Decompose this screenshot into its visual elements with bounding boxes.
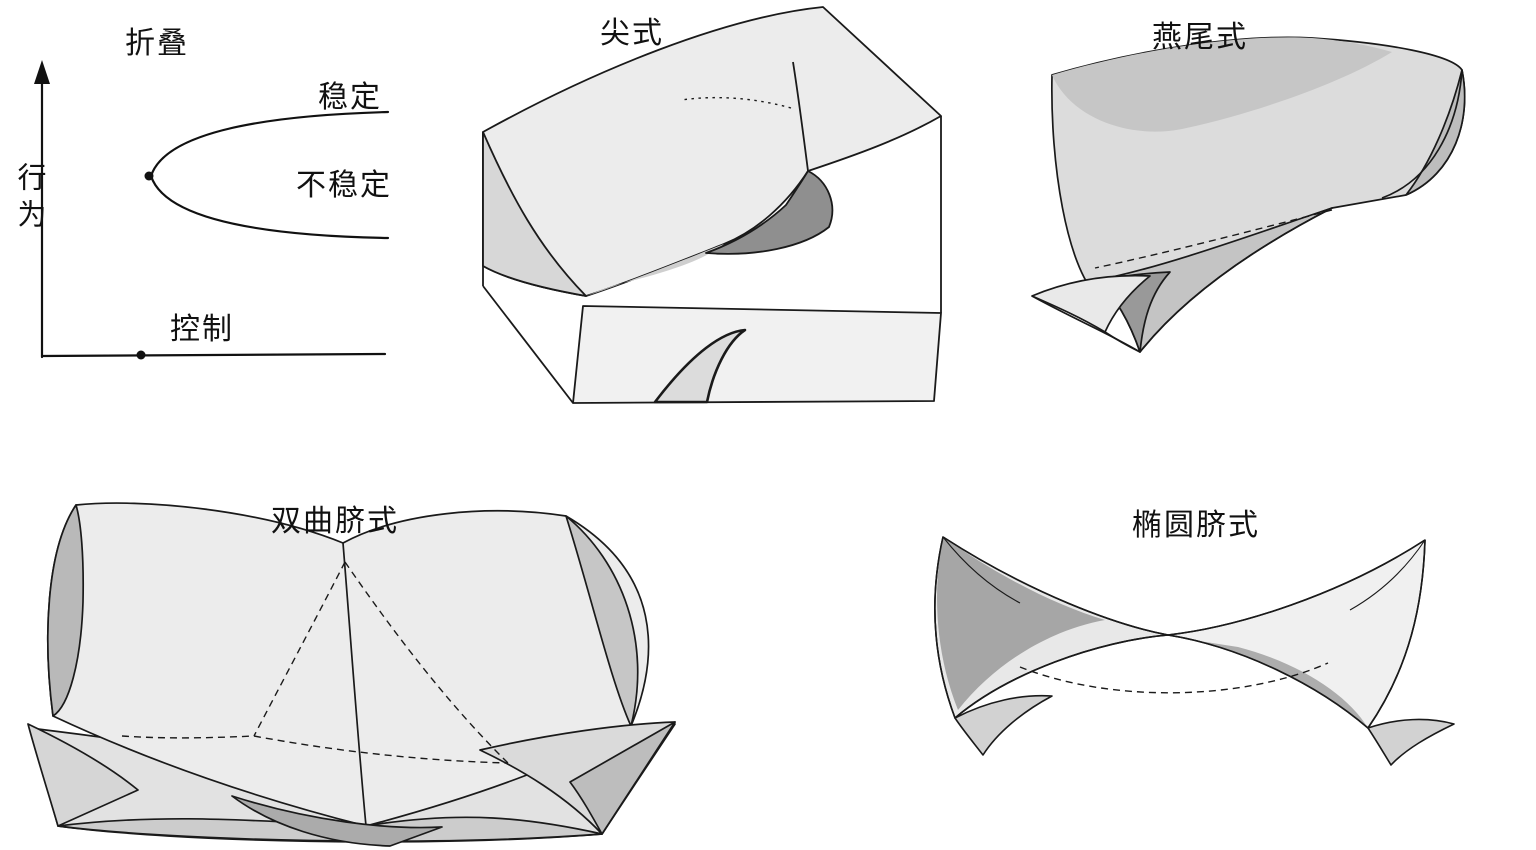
swallowtail-curl-edge [1382, 70, 1462, 198]
elliptic-umbilic-figure [870, 495, 1520, 835]
right-flap-dark [570, 722, 675, 834]
right-tip-curl [1350, 540, 1425, 610]
fold-diagram [34, 60, 430, 360]
hidden-edge [1020, 663, 1328, 693]
cusp-fold-tongue [706, 171, 832, 254]
axis-arrowhead [34, 60, 50, 84]
unstable-label: 不稳定 [296, 169, 392, 202]
control-axis-point [136, 350, 146, 360]
left-flap [28, 724, 138, 826]
center-shadow [232, 796, 442, 846]
swallowtail-curl [1406, 70, 1465, 195]
arch-crease [343, 543, 366, 826]
fold-vertex-point [144, 171, 154, 181]
swallowtail-underflap [1032, 276, 1150, 332]
cusp-cliff-face [483, 132, 586, 296]
cusp-control-plane [573, 306, 941, 403]
lower-left-flap [955, 696, 1052, 755]
swallowtail-top-shading [1052, 37, 1392, 132]
lower-right-flap [1368, 719, 1454, 765]
arch-left-curl [48, 505, 83, 716]
swallowtail-title: 燕尾式 [1152, 21, 1248, 54]
cusp-fold-line [793, 62, 808, 171]
cusp-figure [455, 0, 980, 432]
fold-title: 折叠 [125, 27, 189, 60]
left-horn-shading [937, 537, 1105, 710]
stable-label: 稳定 [318, 81, 382, 114]
hyperbolic-umbilic-title: 双曲脐式 [271, 505, 399, 538]
cusp-concave-shading [586, 244, 724, 296]
swallowtail-hidden-edge [1095, 210, 1332, 268]
left-tip-curl [943, 537, 1020, 603]
cusp-surface [483, 7, 941, 403]
right-horn [1168, 540, 1425, 728]
cusp-bifurcation-curve [655, 330, 745, 402]
elliptic-umbilic-title: 椭圆脐式 [1132, 509, 1260, 542]
control-axis [42, 354, 385, 356]
swallowtail-tail-edge [1140, 208, 1332, 352]
hidden-intersection [122, 562, 508, 763]
control-axis-label: 控制 [170, 313, 234, 346]
swallowtail-surface [1032, 37, 1465, 352]
behavior-axis-label: 行为 [13, 162, 45, 236]
cusp-hidden-edge [681, 98, 791, 108]
hyperbolic-umbilic-figure [10, 480, 700, 850]
swallowtail-figure [1010, 22, 1535, 367]
hyperbolic-umbilic-surface [28, 503, 675, 846]
elliptic-umbilic-surface [935, 537, 1454, 765]
pinch-edge-2 [955, 540, 1425, 718]
cusp-title: 尖式 [600, 17, 664, 50]
